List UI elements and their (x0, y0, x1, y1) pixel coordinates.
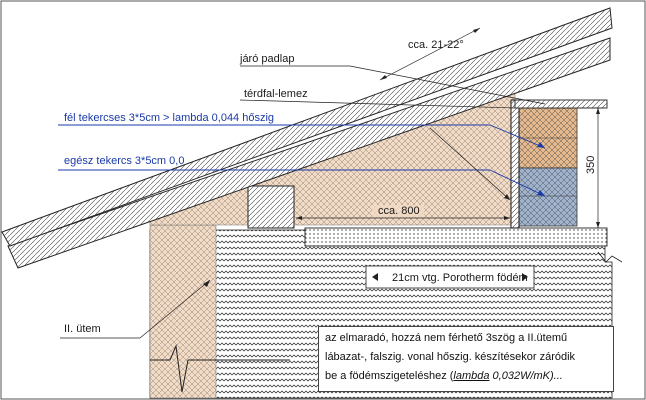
slab-dots (305, 228, 607, 246)
note-box: az elmaradó, hozzá nem férhető 3szög a I… (318, 326, 614, 392)
slab-label-text: 21cm vtg. Porotherm födém (392, 272, 528, 284)
label-jaro-padlap: járó padlap (239, 53, 294, 65)
break-line (150, 344, 290, 393)
leader-knee-wall-plate: térdfal-lemez (239, 88, 516, 109)
label-ii-utem: II. ütem (64, 323, 101, 335)
dimension-800-label: cca. 800 (378, 205, 420, 217)
label-egesz-tekercs: egész tekercs 3*5cm 0,0 (64, 155, 184, 167)
leader-half-roll: fél tekercses 3*5cm > lambda 0,044 hőszi… (58, 112, 546, 149)
leader-full-roll: egész tekercs 3*5cm 0,0 (58, 155, 546, 197)
roof-rafter-upper-hatch (2, 8, 612, 246)
note-lambda-word: lambda (453, 370, 490, 382)
dimension-350: 350 (580, 107, 604, 228)
knee-wall-blue-hatch (519, 168, 577, 226)
note-lambda: lambda 0,032W/mK)... (453, 370, 562, 382)
angle-label: cca. 21-22° (408, 39, 464, 51)
note-line-3-suffix: 0,032W/mK)... (489, 370, 563, 382)
timber-beam (247, 185, 295, 229)
leader-phase-two: II. ütem (60, 279, 211, 339)
knee-wall-plate-hatch (511, 100, 519, 228)
leader-triangle-arrow (504, 194, 510, 200)
leader-floor-board: járó padlap (239, 53, 546, 105)
angle-dimension: cca. 21-22° (379, 27, 481, 81)
break-line-right (597, 251, 623, 263)
note-line-3: be a födémszigeteléshez (lambda 0,032W/m… (325, 367, 607, 386)
roof-rafter-lower-hatch (8, 38, 610, 268)
label-fel-tekercses: fél tekercses 3*5cm > lambda 0,044 hőszi… (64, 112, 274, 124)
phase-two-insulation-hatch (150, 225, 216, 398)
dimension-350-label: 350 (585, 156, 597, 174)
dimension-800: cca. 800 (296, 205, 510, 220)
note-line-1: az elmaradó, hozzá nem férhető 3szög a I… (325, 332, 568, 344)
slab-label: 21cm vtg. Porotherm födém (365, 265, 535, 289)
floor-board-hatch (515, 100, 607, 108)
leader-triangle (429, 127, 511, 201)
label-terdfal-lemez: térdfal-lemez (244, 88, 308, 100)
note-line-2: lábazat-, falszig. vonal hőszig. készíté… (325, 351, 576, 363)
note-line-3-prefix: be a födémszigeteléshez ( (325, 370, 454, 382)
